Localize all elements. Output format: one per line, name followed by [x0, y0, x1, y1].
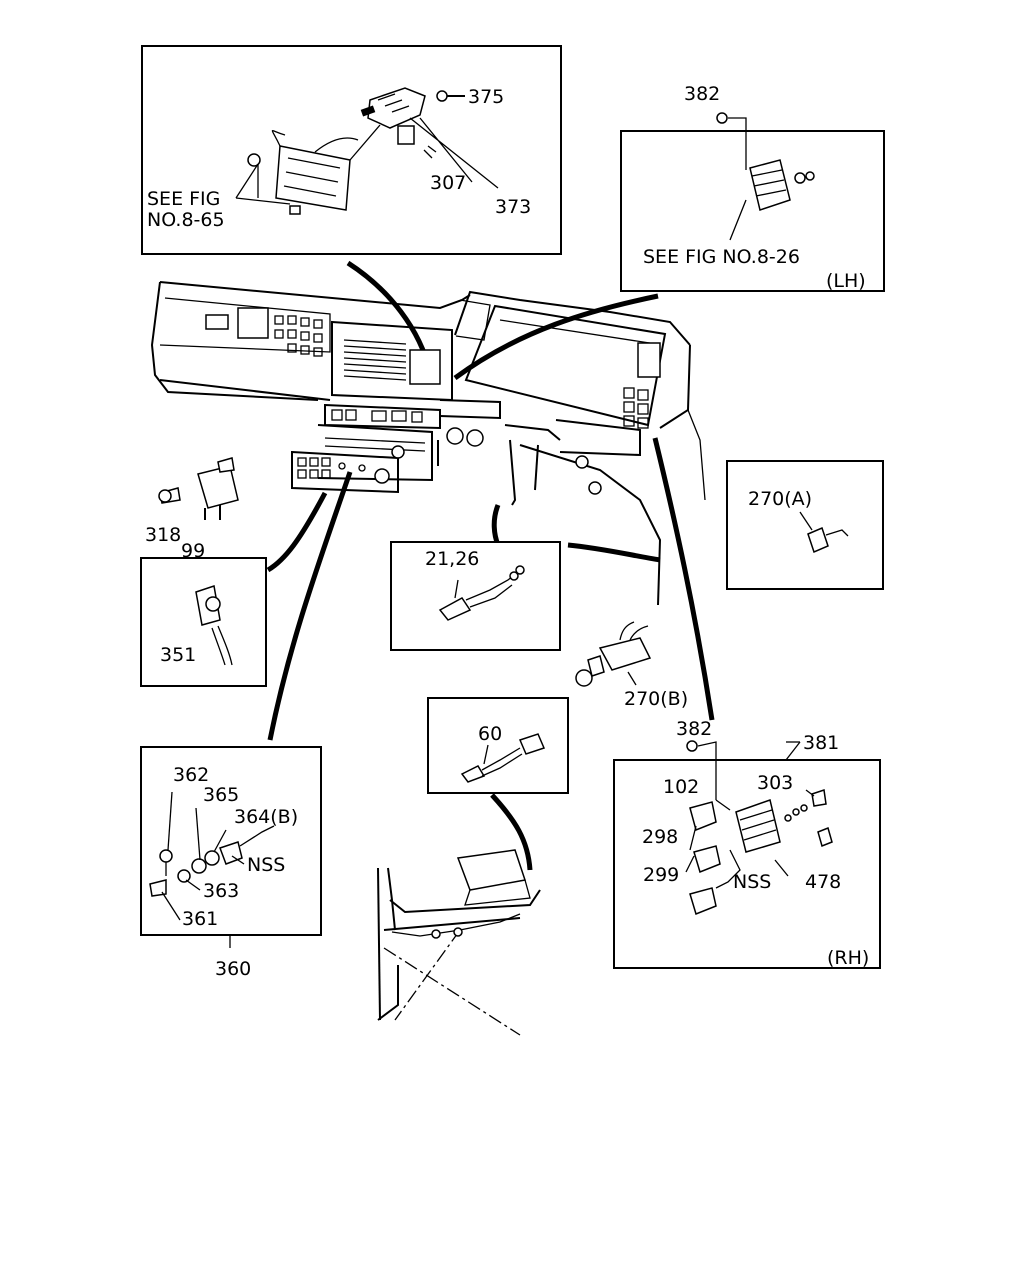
callout-leaders [266, 260, 715, 871]
label-318: 318 [145, 524, 181, 546]
label-307: 307 [430, 172, 466, 194]
label-360: 360 [215, 958, 251, 980]
see-fig-865-line1: SEE FIG [147, 188, 220, 210]
connector [397, 125, 415, 145]
lower-console-buttons [297, 445, 405, 484]
label-364b: 364(B) [234, 806, 298, 828]
label-nss-left: NSS [247, 854, 285, 876]
label-373: 373 [495, 196, 531, 218]
label-298: 298 [642, 826, 678, 848]
lh-label: (LH) [826, 270, 866, 292]
rh-switch-cluster [623, 387, 649, 429]
switch-block-2 [237, 307, 269, 339]
label-382-top: 382 [684, 83, 720, 105]
label-382-bottom: 382 [676, 718, 712, 740]
dashboard-illustration [150, 281, 706, 606]
switch-grid [274, 315, 323, 357]
box-21-26: 21,26 [390, 541, 561, 651]
rh-panel-window [637, 342, 661, 378]
box-360: 362 365 364(B) NSS 363 361 360 [140, 746, 322, 980]
label-nss-right: NSS [733, 871, 771, 893]
label-299: 299 [643, 864, 679, 886]
label-363: 363 [203, 880, 239, 902]
label-478: 478 [805, 871, 841, 893]
box-270a: 270(A) [726, 460, 884, 590]
label-60: 60 [478, 723, 502, 745]
cluster-grille [343, 339, 407, 381]
console-buttons [331, 409, 423, 423]
label-303: 303 [757, 772, 793, 794]
see-fig-826: SEE FIG NO.8-26 [643, 246, 800, 268]
box-rh-switch: 382 381 102 303 298 299 NSS 478 (RH) [613, 718, 881, 969]
rh-label: (RH) [827, 947, 869, 969]
label-270a: 270(A) [748, 488, 812, 510]
switch-block-1 [205, 314, 229, 330]
box-60: 60 [427, 697, 569, 794]
floor-harness-illustration [377, 849, 541, 1036]
switch-270b: 270(B) [575, 621, 688, 710]
box-lh-switch: 382 SEE FIG NO.8-26 (LH) [620, 83, 885, 292]
label-351: 351 [160, 644, 196, 666]
label-102: 102 [663, 776, 699, 798]
label-270b: 270(B) [624, 688, 688, 710]
label-21-26: 21,26 [425, 548, 479, 570]
label-99: 99 [181, 540, 205, 562]
label-365: 365 [203, 784, 239, 806]
label-361: 361 [182, 908, 218, 930]
see-fig-865-line2: NO.8-65 [147, 209, 225, 231]
box-351: 351 [140, 557, 267, 687]
cluster-switch-panel [409, 349, 441, 385]
label-381: 381 [803, 732, 839, 754]
label-362: 362 [173, 764, 209, 786]
relay-assembly: 318 99 [145, 457, 239, 562]
box-combination-switch: 375 307 373 SEE FIG NO.8-65 [141, 45, 562, 255]
label-375: 375 [468, 86, 504, 108]
